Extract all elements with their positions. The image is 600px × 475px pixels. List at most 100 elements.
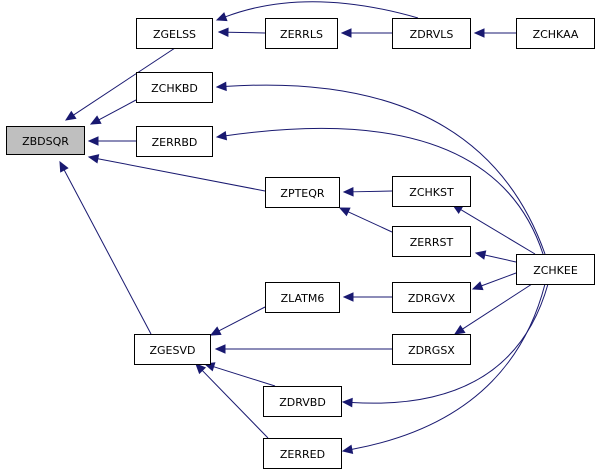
edge-line	[351, 283, 546, 450]
node-box	[392, 282, 471, 313]
edge-line	[227, 31, 266, 34]
arrowhead-icon	[341, 397, 353, 408]
node-label: ZLATM6	[281, 292, 325, 305]
node-box	[136, 18, 213, 49]
node-zdrvls[interactable]: ZDRVLS	[392, 18, 471, 49]
edge-line	[462, 283, 533, 330]
edge-line	[97, 158, 266, 192]
edge-zdrvls-to-zerrls	[340, 28, 392, 38]
node-zchkst[interactable]: ZCHKST	[392, 176, 471, 207]
node-label: ZBDSQR	[22, 135, 69, 148]
node-box	[136, 126, 213, 157]
edge-line	[225, 84, 546, 255]
edge-line	[63, 169, 152, 335]
edge-zchkee-to-zdrgvx	[471, 272, 517, 291]
node-zdrvbd[interactable]: ZDRVBD	[263, 386, 342, 417]
node-box	[516, 254, 595, 285]
node-label: ZDRVBD	[279, 396, 326, 409]
node-zerrbd[interactable]: ZERRBD	[136, 126, 213, 157]
arrowhead-icon	[338, 207, 351, 217]
node-label: ZPTEQR	[280, 187, 324, 200]
node-box	[6, 126, 85, 155]
arrowhead-icon	[64, 110, 77, 121]
node-box	[392, 226, 471, 257]
edge-line	[347, 211, 393, 233]
node-label: ZERRBD	[152, 136, 198, 149]
arrowhead-icon	[89, 115, 102, 125]
arrowhead-icon	[453, 324, 466, 335]
node-zerred[interactable]: ZERRED	[263, 438, 342, 469]
edge-zpteqr-to-zbdsqr	[87, 154, 266, 192]
arrowhead-icon	[214, 344, 226, 354]
node-zchkbd[interactable]: ZCHKBD	[136, 72, 213, 103]
arrowhead-icon	[87, 154, 100, 164]
edge-zgesvd-to-zbdsqr	[59, 160, 152, 335]
node-label: ZGELSS	[153, 28, 196, 41]
arrowhead-icon	[217, 27, 229, 37]
node-zpteqr[interactable]: ZPTEQR	[265, 177, 340, 208]
node-box	[516, 18, 595, 49]
edge-line	[481, 272, 517, 287]
edge-zchkst-to-zpteqr	[342, 187, 393, 197]
edge-line	[98, 99, 137, 121]
arrowhead-icon	[59, 160, 69, 173]
edge-zdrgsx-to-zgesvd	[214, 344, 392, 354]
node-label: ZCHKEE	[533, 264, 578, 277]
edge-zchkaa-to-zdrvls	[473, 28, 516, 38]
arrowhead-icon	[340, 28, 352, 38]
node-box	[136, 72, 213, 103]
node-zerrst[interactable]: ZERRST	[392, 226, 471, 257]
node-label: ZDRVLS	[410, 28, 454, 41]
node-box	[265, 282, 340, 313]
edge-zdrgvx-to-zlatm6	[342, 292, 392, 302]
arrowhead-icon	[471, 281, 484, 291]
edge-line	[352, 190, 393, 193]
edge-zdrvls-to-zgelss	[215, 1, 419, 22]
node-label: ZCHKBD	[151, 82, 198, 95]
arrowhead-icon	[474, 250, 487, 260]
node-zlatm6[interactable]: ZLATM6	[265, 282, 340, 313]
edge-zchkee-to-zerred	[341, 283, 546, 454]
edge-zchkee-to-zerrst	[474, 250, 517, 263]
arrowhead-icon	[473, 28, 485, 38]
node-label: ZERRED	[280, 448, 325, 461]
edge-line	[218, 306, 266, 332]
edge-line	[213, 366, 276, 387]
node-box	[392, 334, 471, 365]
node-label: ZDRGVX	[408, 292, 456, 305]
node-box	[392, 176, 471, 207]
arrowhead-icon	[195, 363, 207, 375]
edge-zchkbd-to-zbdsqr	[89, 99, 137, 125]
arrowhead-icon	[209, 326, 222, 336]
edge-zchkee-to-zdrgsx	[453, 283, 533, 335]
arrowhead-icon	[342, 292, 354, 302]
node-box	[263, 438, 342, 469]
node-zgelss[interactable]: ZGELSS	[136, 18, 213, 49]
edge-line	[484, 254, 517, 263]
arrowhead-icon	[342, 187, 354, 197]
node-zchkee[interactable]: ZCHKEE	[516, 254, 595, 285]
arrowhead-icon	[215, 12, 228, 22]
nodes-layer: ZBDSQR ZGELSS ZCHKBD ZERRBD ZPTEQR ZGESVD ZERR…	[6, 18, 595, 469]
node-label: ZDRGSX	[408, 344, 455, 357]
edge-zchkee-to-zdrvbd	[341, 283, 549, 408]
edge-zgelss-to-zbdsqr	[64, 47, 176, 121]
arrowhead-icon	[87, 136, 99, 146]
node-zdrgsx[interactable]: ZDRGSX	[392, 334, 471, 365]
node-label: ZERRLS	[280, 28, 323, 41]
edge-zlatm6-to-zgesvd	[209, 306, 266, 336]
node-label: ZGESVD	[150, 344, 196, 357]
node-zerrls[interactable]: ZERRLS	[265, 18, 338, 49]
edge-line	[225, 127, 544, 255]
edge-zdrvbd-to-zgesvd	[203, 362, 276, 387]
edge-zerred-to-zgesvd	[195, 363, 269, 439]
node-label: ZCHKST	[409, 186, 454, 199]
node-zchkaa[interactable]: ZCHKAA	[516, 18, 595, 49]
node-box	[265, 18, 338, 49]
node-zdrgvx[interactable]: ZDRGVX	[392, 282, 471, 313]
node-box	[134, 334, 211, 365]
edge-line	[201, 370, 269, 439]
node-zgesvd[interactable]: ZGESVD	[134, 334, 211, 365]
node-zbdsqr[interactable]: ZBDSQR	[6, 126, 85, 155]
